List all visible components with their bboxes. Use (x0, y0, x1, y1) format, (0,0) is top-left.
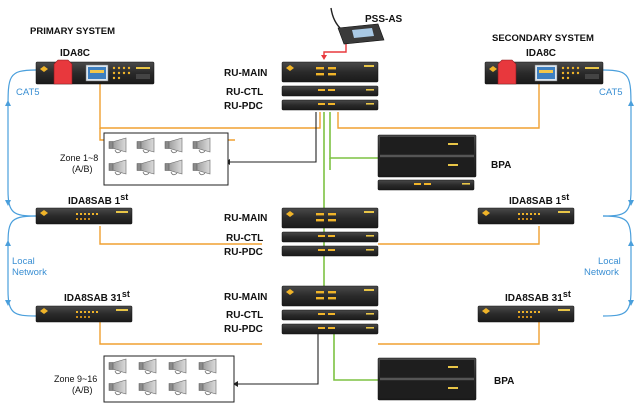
ida8sab-right-1-label: IDA8SAB 1st (509, 192, 569, 207)
ru-pdc-3-label: RU-PDC (224, 324, 263, 335)
local-network-right-label-1: Local (598, 256, 621, 267)
ida8sab-left-1-unit (35, 207, 133, 225)
ru-pdc-1-label: RU-PDC (224, 101, 263, 112)
ru-main-1-label: RU-MAIN (224, 68, 267, 79)
green-cables (323, 112, 378, 381)
ida8c-secondary-label: IDA8C (526, 48, 556, 59)
ru-pdc-3-unit (281, 323, 379, 335)
zone-9-16-sub-label: (A/B) (72, 385, 93, 395)
ru-ctl-3-label: RU-CTL (226, 310, 263, 321)
ru-main-2-label: RU-MAIN (224, 213, 267, 224)
secondary-system-heading: SECONDARY SYSTEM (492, 33, 594, 44)
bpa-2-unit (377, 357, 477, 401)
bpa-1-unit (377, 134, 477, 178)
speaker-cables (230, 112, 319, 385)
ida8c-primary-label: IDA8C (60, 48, 90, 59)
ru-ctl-1-unit (281, 85, 379, 97)
cat5-right-label: CAT5 (599, 87, 623, 98)
ru-main-1-unit (281, 61, 379, 83)
zone-1-8-label: Zone 1~8 (60, 153, 98, 163)
primary-system-heading: PRIMARY SYSTEM (30, 26, 115, 37)
pss-as-console (330, 7, 385, 45)
ru-ctl-3-unit (281, 309, 379, 321)
network-arrowheads (5, 100, 634, 306)
ida8sab-right-1-unit (477, 207, 575, 225)
cat5-left-label: CAT5 (16, 87, 40, 98)
ida8c-primary-mic-icon (53, 59, 73, 85)
ida8c-secondary-mic-icon (497, 59, 517, 85)
ru-main-3-unit (281, 285, 379, 307)
pss-as-label: PSS-AS (365, 14, 403, 25)
zone-9-16-label: Zone 9~16 (54, 374, 97, 384)
ru-ctl-1-label: RU-CTL (226, 87, 263, 98)
ru-pdc-2-unit (281, 245, 379, 257)
ru-main-2-unit (281, 207, 379, 229)
bpa-1-bottom-unit (377, 179, 475, 191)
local-network-right-label-2: Network (584, 267, 619, 278)
local-network-left-label-1: Local (12, 256, 35, 267)
bpa-1-label: BPA (491, 160, 511, 171)
ida8sab-right-31-label: IDA8SAB 31st (505, 289, 571, 304)
pss-cable (323, 42, 347, 58)
ru-pdc-2-label: RU-PDC (224, 247, 263, 258)
network-cables (7, 69, 632, 317)
ida8sab-left-31-unit (35, 305, 133, 323)
ida8sab-right-31-unit (477, 305, 575, 323)
bpa-2-label: BPA (494, 376, 514, 387)
ru-main-3-label: RU-MAIN (224, 292, 267, 303)
ida8sab-left-1-label: IDA8SAB 1st (68, 192, 128, 207)
ru-pdc-1-unit (281, 99, 379, 111)
ru-ctl-2-unit (281, 231, 379, 243)
local-network-left-label-2: Network (12, 267, 47, 278)
ru-ctl-2-label: RU-CTL (226, 233, 263, 244)
ida8sab-left-31-label: IDA8SAB 31st (64, 289, 130, 304)
zone-1-8-sub-label: (A/B) (72, 164, 93, 174)
audio-cables (99, 84, 540, 345)
